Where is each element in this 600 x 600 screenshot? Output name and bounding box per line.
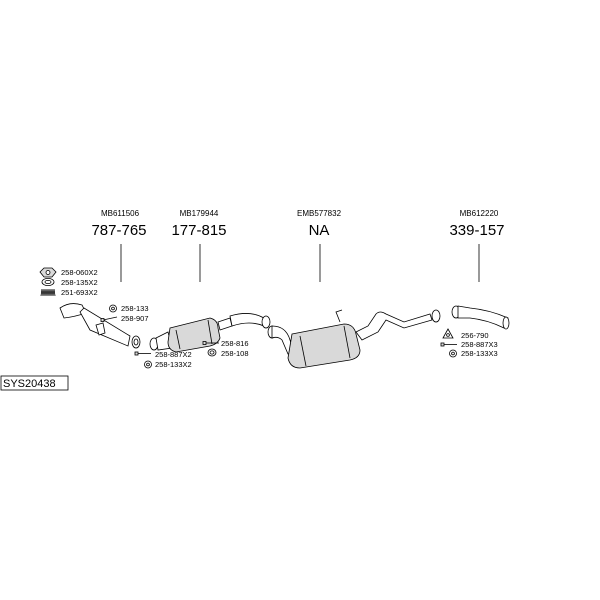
group-number-middle-silencer[interactable]: NA [309, 222, 330, 239]
catalytic-converter-part[interactable] [149, 313, 271, 353]
washer-icon [41, 277, 55, 286]
fitting-label-e1: 256-790 [461, 331, 489, 340]
gasket-icon [442, 328, 454, 339]
group-ref-front-pipe: MB611506 [101, 209, 140, 218]
group-number-front-pipe[interactable]: 787-765 [91, 222, 146, 239]
gasket-icon [207, 348, 217, 357]
group-ref-catalyst: MB179944 [180, 209, 219, 218]
fitting-label-e2: 258-887X3 [461, 340, 498, 349]
bolt-icon [100, 316, 118, 322]
spring-icon [40, 288, 56, 297]
fitting-label-a2: 258-135X2 [61, 278, 98, 287]
nut-icon [144, 360, 152, 369]
fitting-label-a1: 258-060X2 [61, 268, 98, 277]
nut-icon [39, 267, 57, 278]
fitting-label-c1: 258-887X2 [155, 350, 192, 359]
bolt-icon [440, 342, 457, 347]
fitting-label-d2: 258-108 [221, 349, 249, 358]
group-number-catalyst[interactable]: 177-815 [171, 222, 226, 239]
group-ref-middle-silencer: EMB577832 [297, 209, 342, 218]
system-id-box [0, 375, 69, 391]
fitting-label-d1: 258-816 [221, 339, 249, 348]
fitting-label-a3: 251-693X2 [61, 288, 98, 297]
fitting-label-b2: 258-907 [121, 314, 149, 323]
front-pipe-part[interactable] [59, 303, 141, 349]
group-ref-tail-pipe: MB612220 [460, 209, 499, 218]
fitting-label-e3: 258-133X3 [461, 349, 498, 358]
fitting-label-b1: 258-133 [121, 304, 149, 313]
system-id: SYS20438 [3, 378, 56, 390]
group-number-tail-pipe[interactable]: 339-157 [449, 222, 504, 239]
nut-icon [449, 349, 457, 358]
bolt-icon [202, 341, 219, 345]
middle-silencer-part[interactable] [267, 309, 441, 369]
bolt-icon [134, 351, 151, 356]
fitting-label-c2: 258-133X2 [155, 360, 192, 369]
washer-icon [109, 304, 117, 313]
tail-pipe-part[interactable] [451, 305, 510, 330]
